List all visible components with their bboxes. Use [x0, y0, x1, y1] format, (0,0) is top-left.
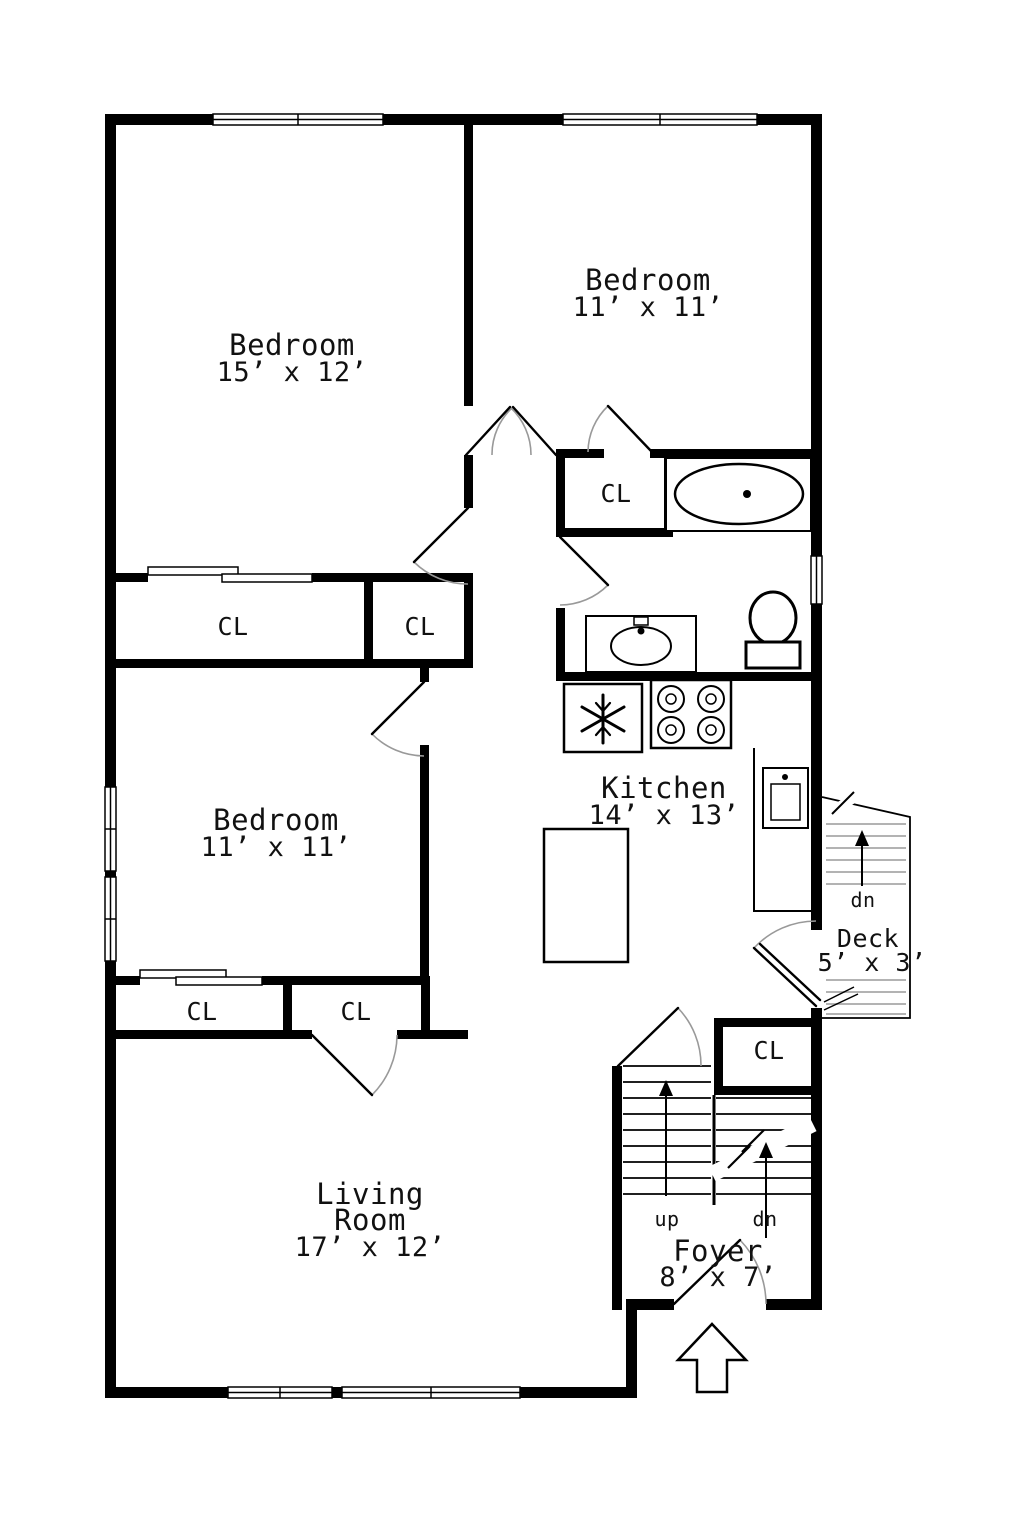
closet-row1-left-label: CL [217, 612, 249, 641]
bathroom-sink-icon [585, 615, 697, 673]
kitchen-island [542, 827, 630, 964]
bedroom1-name: Bedroom [229, 328, 355, 362]
doors [310, 404, 822, 1306]
fridge-icon [562, 682, 644, 754]
door-leaf-icon [672, 1238, 742, 1306]
bedroom3-dims: 11’ x 11’ [200, 832, 352, 863]
closet-row1-right-label: CL [404, 612, 436, 641]
closet-row2-right-label: CL [340, 997, 372, 1026]
foyer-dims: 8’ x 7’ [659, 1262, 777, 1293]
closet-foyer-label: CL [753, 1036, 785, 1065]
entry-arrow-icon [675, 1322, 749, 1394]
door-leaf-icon [370, 680, 426, 736]
slider-door-icon [147, 566, 239, 576]
stairs-up-label: up [654, 1207, 680, 1231]
window-bath-icon [810, 555, 823, 605]
stairs-down-arrow-icon [759, 1142, 773, 1238]
toilet-icon [744, 590, 802, 670]
bathtub-icon [665, 457, 812, 532]
door-leaf-icon [511, 405, 558, 457]
break-symbol-icon [727, 1129, 765, 1169]
closet-row2-left-label: CL [186, 997, 218, 1026]
stove-icon [649, 678, 733, 750]
door-leaf-icon [616, 1006, 680, 1068]
break-symbol-icon [831, 791, 855, 815]
deck-name: Deck [836, 924, 900, 953]
deck-dims: 5’ x 3’ [817, 948, 927, 977]
bedroom2-name: Bedroom [585, 263, 711, 297]
window-top-right-icon [562, 113, 758, 126]
door-leaf-icon [558, 535, 610, 587]
slider-door-icon [221, 573, 313, 583]
closet-hall-label: CL [600, 479, 632, 508]
bedroom3-name: Bedroom [213, 803, 339, 837]
bedroom2-dims: 11’ x 11’ [572, 292, 724, 323]
closet-sliders [139, 566, 313, 986]
living-dims: 17’ x 12’ [294, 1232, 446, 1263]
window-bottom-right-icon [341, 1386, 521, 1399]
window-left-upper-icon [104, 786, 117, 872]
living-name-2: Room [334, 1203, 406, 1237]
foyer-stairs [623, 1065, 817, 1238]
deck-direction-arrow-icon [855, 830, 869, 886]
stairs-up-arrow-icon [659, 1080, 673, 1196]
windows [104, 113, 823, 1399]
door-leaf-icon [758, 942, 822, 1002]
kitchen-name: Kitchen [601, 771, 727, 805]
door-leaf-icon [464, 405, 512, 457]
snowflake-icon [580, 693, 626, 745]
door-leaf-icon [606, 404, 654, 454]
stairs-down-foyer-label: dn [752, 1207, 778, 1231]
kitchen-counter [753, 748, 822, 912]
bedroom1-dims: 15’ x 12’ [216, 357, 368, 388]
stairs-down-deck-label: dn [850, 888, 876, 912]
door-leaf-icon [752, 946, 818, 1008]
slider-door-icon [175, 976, 263, 986]
kitchen-dims: 14’ x 13’ [588, 800, 740, 831]
deck-stairs [821, 789, 912, 1020]
living-name-1: Living [316, 1177, 424, 1211]
kitchen-sink-icon [762, 767, 809, 829]
foyer-name: Foyer [673, 1234, 763, 1268]
window-left-lower-icon [104, 876, 117, 962]
door-leaf-icon [310, 1033, 374, 1097]
window-bottom-left-icon [227, 1386, 333, 1399]
door-leaf-icon [412, 506, 470, 564]
window-top-left-icon [212, 113, 384, 126]
